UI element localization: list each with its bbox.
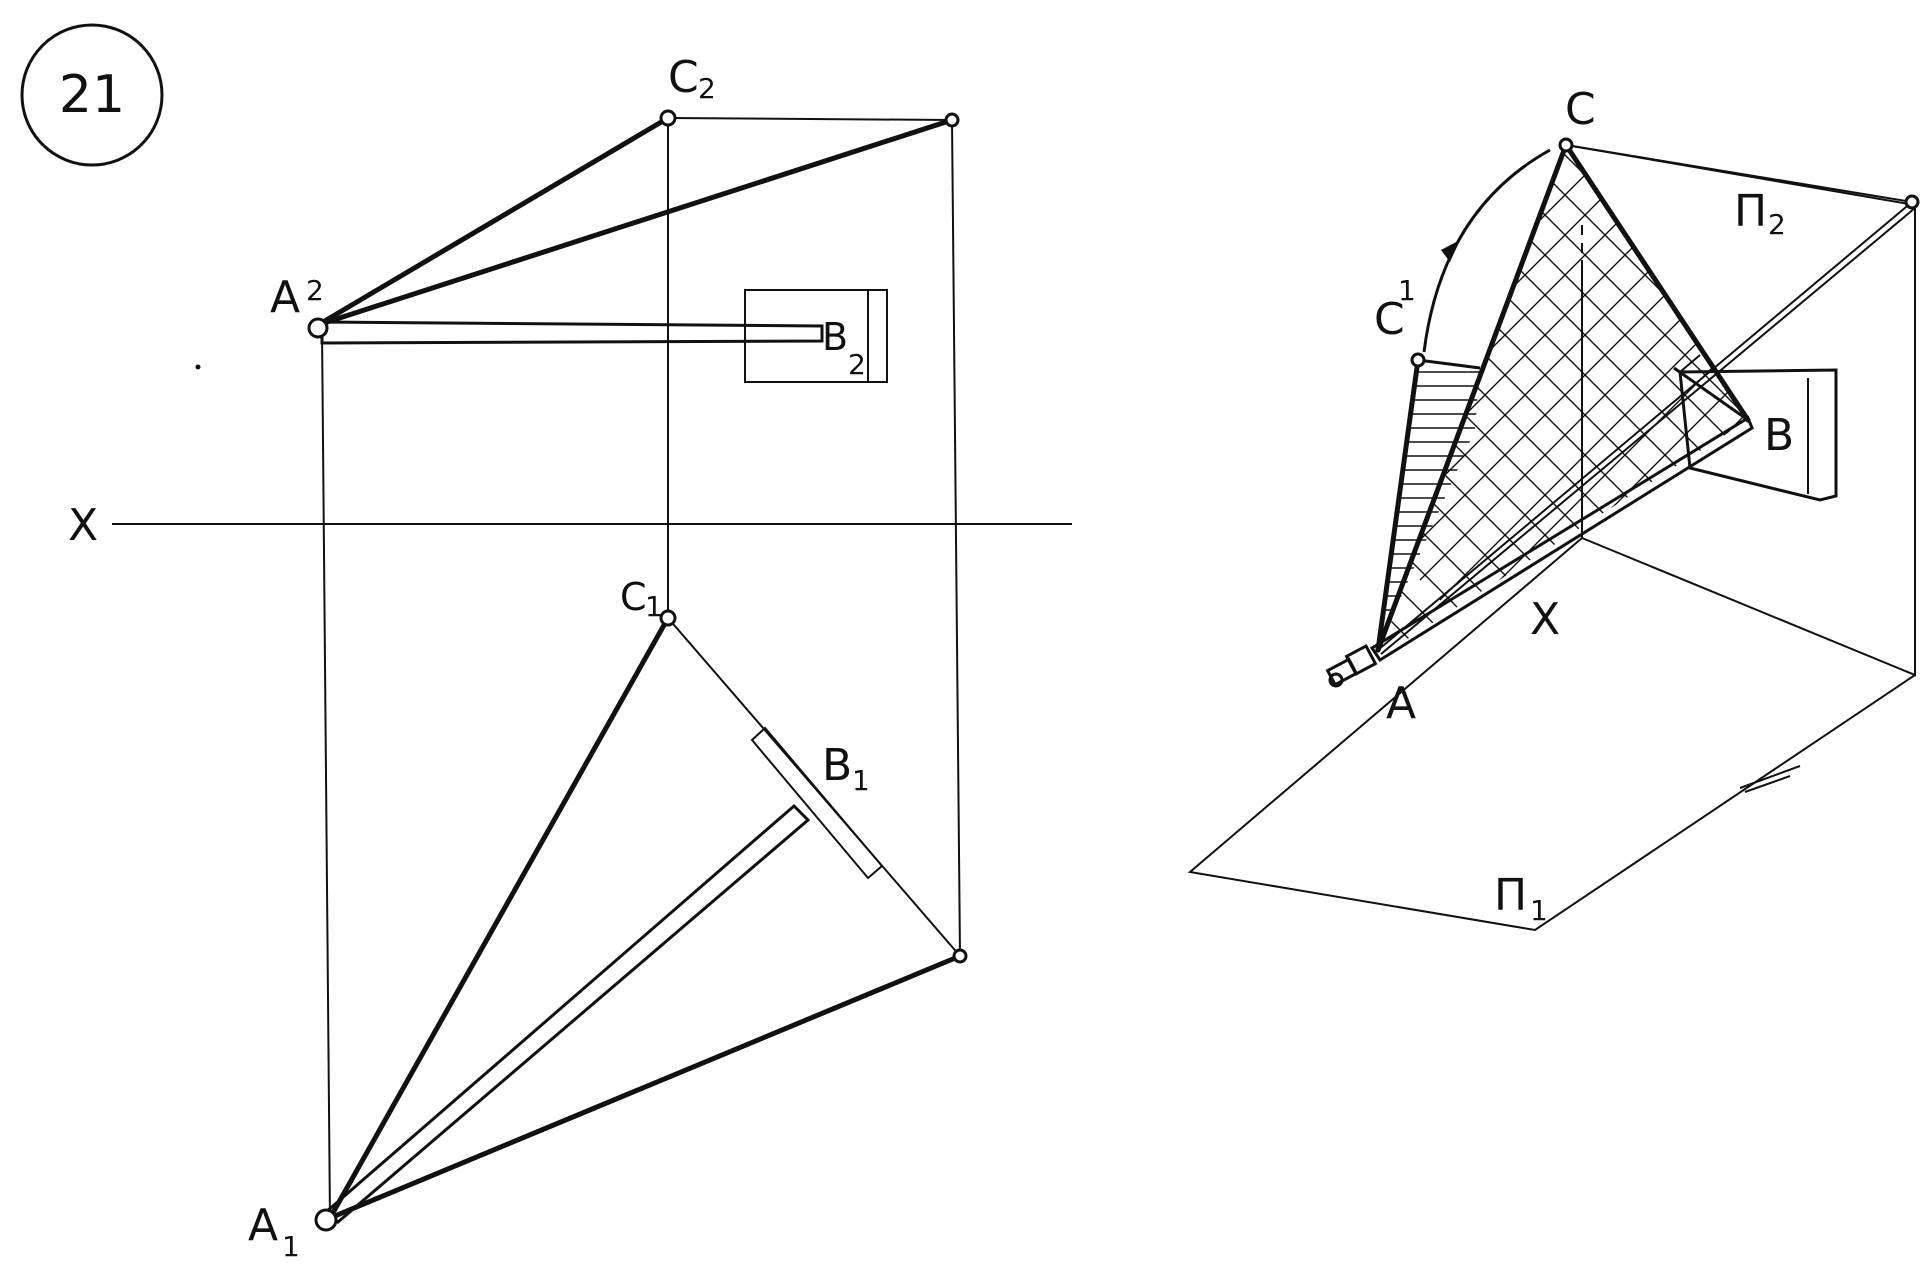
label-c: C xyxy=(1565,84,1596,135)
rotation-arc xyxy=(1422,148,1551,353)
label-c-prime: C xyxy=(1374,294,1405,345)
label-p2-sub: 2 xyxy=(1768,208,1786,241)
edge-a-far xyxy=(1377,201,1913,651)
point-d1 xyxy=(952,948,968,964)
axon-rod xyxy=(1369,415,1754,663)
horizontal-plane-outline xyxy=(1187,537,1916,932)
horizontal-plane-mark-2 xyxy=(1744,775,1791,793)
horizontal-edge-a1-c1 xyxy=(327,615,671,1221)
edge-a-c xyxy=(1375,142,1569,653)
stray-dot xyxy=(195,364,201,370)
orthographic-projection: X A 2 C 2 B 2 xyxy=(68,52,1072,1263)
label-p2: П xyxy=(1734,186,1767,237)
edge-c-b xyxy=(1563,142,1751,423)
point-c xyxy=(1558,137,1574,153)
edge-a-far-2 xyxy=(1380,207,1916,655)
label-b2: B xyxy=(822,315,848,359)
frontal-edge-a2-d2 xyxy=(315,117,955,328)
label-a: A xyxy=(1386,678,1416,729)
label-b2-sub: 2 xyxy=(848,348,866,381)
edge-c-top xyxy=(1565,144,1913,203)
point-c-prime xyxy=(1410,352,1426,368)
frontal-rod xyxy=(320,320,824,345)
triangle-hatch xyxy=(1378,145,1748,658)
link-line-d xyxy=(951,119,961,957)
hinge-at-a xyxy=(1325,643,1378,688)
point-d2 xyxy=(944,112,960,128)
link-line-a xyxy=(321,329,331,1221)
point-far xyxy=(1904,194,1920,210)
edge-a-c1 xyxy=(1375,357,1421,653)
label-a1-sub: 1 xyxy=(282,1230,300,1263)
point-a1 xyxy=(314,1208,338,1232)
frontal-bracket xyxy=(744,289,888,383)
rotation-arrow-head xyxy=(1441,240,1460,262)
horizontal-projection xyxy=(314,609,968,1232)
wall-bracket-top xyxy=(1679,354,1701,373)
figure-number: 21 xyxy=(20,23,164,167)
label-b1-sub: 1 xyxy=(852,764,870,797)
label-c1: C xyxy=(620,575,647,619)
label-x-axon: X xyxy=(1530,594,1560,645)
axon-rod-end xyxy=(1673,366,1749,422)
frontal-projection xyxy=(307,109,960,383)
point-c2 xyxy=(659,109,677,127)
point-c1 xyxy=(659,609,677,627)
horizontal-plane-mark xyxy=(1739,765,1801,789)
figure-number-text: 21 xyxy=(59,65,125,125)
point-a2 xyxy=(307,317,329,339)
label-b1: B xyxy=(822,740,852,791)
label-c2: C xyxy=(668,52,699,103)
axonometric-view: C C 1 B A X П 2 П 1 xyxy=(1187,84,1920,932)
label-a1: A xyxy=(248,1200,278,1251)
label-a2: A xyxy=(270,272,300,323)
label-c-prime-sup: 1 xyxy=(1398,274,1416,307)
wall-bracket-block xyxy=(1678,368,1838,502)
label-b: B xyxy=(1764,410,1794,461)
label-c1-sub: 1 xyxy=(645,590,663,623)
frontal-edge-a2-c2 xyxy=(315,115,671,328)
frontal-top-edge xyxy=(667,117,953,121)
label-p1: П xyxy=(1494,870,1527,921)
label-a2-sub: 2 xyxy=(306,274,324,307)
edge-c1-top xyxy=(1417,358,1481,370)
horizontal-edge-a1-d1 xyxy=(327,953,963,1221)
horizontal-rod xyxy=(323,803,811,1224)
label-c2-sub: 2 xyxy=(698,72,716,105)
frontal-plane-outline xyxy=(1565,144,1916,677)
x-axis-label: X xyxy=(68,500,98,551)
label-p1-sub: 1 xyxy=(1530,894,1548,927)
horizontal-bracket xyxy=(750,726,884,880)
figure-number-circle xyxy=(20,23,164,167)
